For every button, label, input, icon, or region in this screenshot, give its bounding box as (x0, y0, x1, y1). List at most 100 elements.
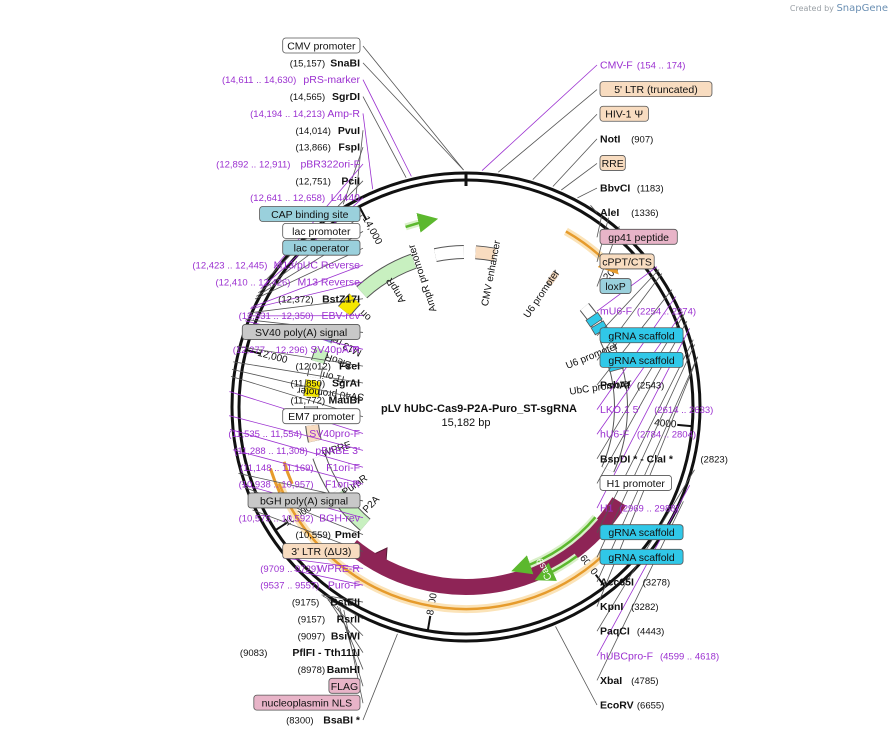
enzyme-label-snabi[interactable]: SnaBI(15,157) (290, 57, 360, 69)
primer-label-amp-r[interactable]: Amp-R(14,194 .. 14,213) (250, 108, 360, 120)
ampr-block[interactable] (357, 254, 417, 298)
primer-label-pbr322ori-f[interactable]: pBR322ori-F(12,892 .. 12,911) (216, 158, 360, 170)
feature-label-cppt-cts[interactable]: cPPT/CTS (599, 253, 655, 270)
enzyme-label-rsrii[interactable]: RsrII(9157) (298, 613, 360, 625)
primer-label-l4440[interactable]: L4440(12,641 .. 12,658) (250, 192, 360, 204)
feature-label-nucleoplasmin-nls[interactable]: nucleoplasmin NLS (253, 694, 361, 711)
ltr-block[interactable] (306, 424, 321, 443)
feature-box[interactable] (599, 253, 655, 270)
primer-label-prs-marker[interactable]: pRS-marker(14,611 .. 14,630) (222, 74, 361, 86)
feature-label-5-ltr-truncated[interactable]: 5' LTR (truncated) (599, 81, 713, 98)
feature-label-flag[interactable]: FLAG (328, 677, 361, 694)
feature-box[interactable] (599, 524, 684, 541)
enzyme-label-xbai[interactable]: XbaI(4785) (600, 675, 659, 687)
enzyme-label-maubi[interactable]: MauBI(11,772) (290, 394, 360, 406)
cmv-enhancer-block[interactable] (434, 246, 465, 261)
feature-box[interactable] (259, 206, 361, 222)
feature-box[interactable] (599, 105, 649, 122)
cas9-arc[interactable] (346, 497, 627, 595)
sv40-block[interactable] (307, 363, 323, 379)
feature-label-h1-promoter[interactable]: H1 promoter (599, 475, 672, 491)
enzyme-label-alei[interactable]: AleI(1336) (600, 207, 659, 219)
ltr-arc[interactable] (277, 482, 604, 611)
feature-box[interactable] (599, 278, 632, 294)
primer-label-wpre-r[interactable]: WPRE-R(9709 .. 9729) (260, 563, 360, 575)
primer-label-hu6-f[interactable]: hU6-F(2784 .. 2804) (600, 429, 696, 441)
green-primer-arc[interactable] (534, 555, 578, 581)
cppt-block[interactable] (546, 271, 559, 286)
feature-label-hiv-1[interactable]: HIV-1 Ψ (599, 105, 649, 122)
primer-label-f1ori-f[interactable]: F1ori-F(11,148 .. 11,169) (240, 462, 360, 474)
enzyme-label-pmei[interactable]: PmeI(10,559) (296, 529, 361, 541)
primer-label-puro-f[interactable]: Puro-F(9537 .. 9557) (260, 580, 360, 592)
primer-label-m13-reverse[interactable]: M13 Reverse(12,410 .. 12,426) (215, 276, 360, 288)
enzyme-label-sgrdi[interactable]: SgrDI(14,565) (290, 91, 360, 103)
feature-label-grna-scaffold[interactable]: gRNA scaffold (599, 351, 684, 368)
enzyme-label-bstz17i[interactable]: BstZ17I(12,372) (278, 293, 360, 305)
enzyme-label-ecorv[interactable]: EcoRV(6655) (600, 700, 664, 712)
ori-block[interactable] (338, 294, 360, 316)
feature-box[interactable] (253, 694, 361, 711)
feature-box[interactable] (282, 239, 361, 256)
enzyme-label-noti[interactable]: NotI(907) (600, 133, 653, 145)
feature-label-sv40-poly-a-signal[interactable]: SV40 poly(A) signal (241, 324, 361, 340)
enzyme-label-bbvci[interactable]: BbvCI(1183) (600, 183, 664, 195)
feature-label-lac-operator[interactable]: lac operator (282, 239, 361, 256)
feature-label-cap-binding-site[interactable]: CAP binding site (259, 206, 361, 222)
enzyme-label-pcii[interactable]: PciI(12,751) (296, 175, 361, 187)
primer-label-bgh-rev[interactable]: BGH-rev(10,575 .. 10,592) (239, 512, 361, 524)
enzyme-label-bsteii[interactable]: BstEII(9175) (292, 597, 360, 609)
feature-box[interactable] (599, 327, 684, 344)
enzyme-label-pshai[interactable]: PshAI(2543) (600, 380, 664, 392)
f1ori-block[interactable] (304, 379, 321, 398)
feature-label-bgh-poly-a-signal[interactable]: bGH poly(A) signal (247, 492, 361, 509)
primer-label-pbabe-3[interactable]: pBABE 3'(11,288 .. 11,308) (234, 445, 360, 457)
feature-box[interactable] (328, 677, 361, 694)
feature-label-grna-scaffold[interactable]: gRNA scaffold (599, 548, 684, 565)
feature-box[interactable] (599, 475, 672, 491)
enzyme-label-kpni[interactable]: KpnI(3282) (600, 601, 659, 613)
enzyme-label-acc65i[interactable]: Acc65I(3278) (600, 576, 670, 588)
primer-label-m13-puc-reverse[interactable]: M13/pUC Reverse(12,423 .. 12,445) (192, 260, 360, 272)
feature-label-gp41-peptide[interactable]: gp41 peptide (599, 228, 678, 245)
enzyme-label-bamhi[interactable]: BamHI(8978) (298, 664, 360, 676)
feature-label-cmv-promoter[interactable]: CMV promoter (282, 37, 361, 54)
feature-box[interactable] (599, 351, 684, 368)
feature-label-em7-promoter[interactable]: EM7 promoter (282, 408, 361, 425)
orange-primer-arc[interactable] (282, 461, 294, 485)
primer-label-sv40pro-f[interactable]: SV40pro-F(11,535 .. 11,554) (228, 428, 360, 440)
primer-label-cmv-f[interactable]: CMV-F(154 .. 174) (600, 60, 685, 72)
enzyme-label-bsabi[interactable]: BsaBI *(8300) (286, 715, 361, 727)
primer-label-lko-1-5[interactable]: LKO.1 5'(2614 .. 2633) (600, 404, 713, 416)
primer-label-mu6-f[interactable]: mU6-F(2254 .. 2274) (600, 306, 696, 318)
feature-box[interactable] (282, 37, 361, 54)
primer-label-h1[interactable]: H1(2969 .. 2988) (600, 503, 679, 515)
green-primer-arc[interactable] (511, 516, 597, 575)
feature-label-3-ltr-u3[interactable]: 3' LTR (ΔU3) (282, 543, 361, 559)
feature-label-rre[interactable]: RRE (599, 155, 626, 171)
feature-label-loxp[interactable]: loxP (599, 278, 632, 294)
primer-label-f1ori-r[interactable]: F1ori-R(10,938 .. 10,957) (239, 479, 361, 491)
grna-scaffold-mark[interactable] (585, 311, 603, 328)
enzyme-label-bspdi-clai[interactable]: BspDI * - ClaI *(2823) (600, 453, 728, 465)
feature-box[interactable] (282, 408, 361, 425)
primer-label-hubcpro-f[interactable]: hUBCpro-F(4599 .. 4618) (600, 650, 719, 662)
feature-label-lac-promoter[interactable]: lac promoter (282, 222, 361, 239)
feature-box[interactable] (247, 492, 361, 509)
enzyme-label-paqci[interactable]: PaqCI(4443) (600, 626, 664, 638)
enzyme-label-pflfi-tth111i[interactable]: PflFI - Tth111I(9083) (240, 647, 360, 659)
feature-label-grna-scaffold[interactable]: gRNA scaffold (599, 524, 684, 541)
green-primer-arc[interactable] (405, 212, 439, 233)
primer-label-sv40pa-r[interactable]: SV40pA-R(12,277 .. 12,296) (233, 344, 361, 356)
enzyme-label-bsiwi[interactable]: BsiWI(9097) (298, 630, 360, 642)
feature-box[interactable] (599, 155, 626, 171)
feature-box[interactable] (241, 324, 361, 340)
feature-box[interactable] (282, 543, 361, 559)
enzyme-label-pvui[interactable]: PvuI(14,014) (296, 125, 361, 137)
primer-label-ebv-rev[interactable]: EBV-rev(12,331 .. 12,350) (239, 310, 361, 322)
feature-box[interactable] (599, 548, 684, 565)
bleor-block[interactable] (311, 347, 328, 364)
ltr5-block[interactable] (475, 246, 496, 261)
feature-box[interactable] (599, 228, 678, 245)
enzyme-label-fspi[interactable]: FspI(13,866) (296, 142, 361, 154)
